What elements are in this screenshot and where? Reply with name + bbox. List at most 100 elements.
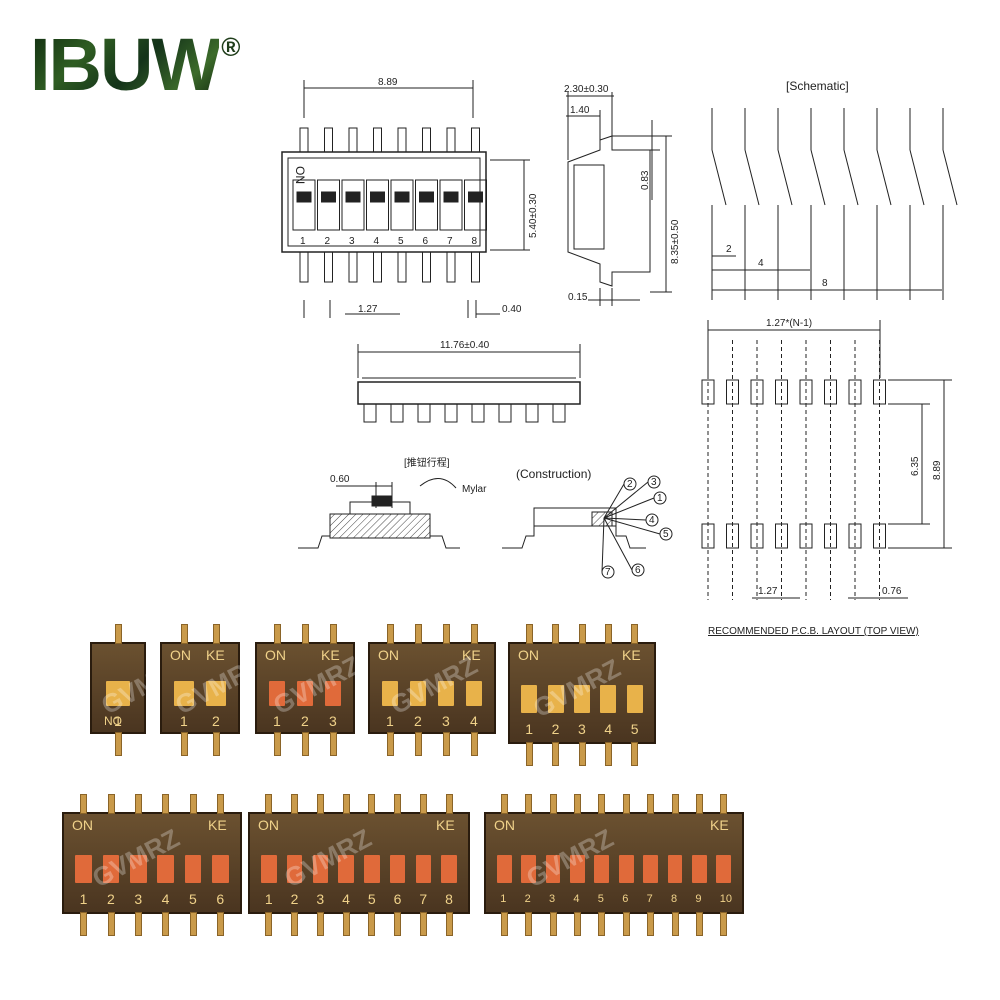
switch-pin [578, 742, 586, 766]
switch-pin [212, 732, 220, 756]
switch-pin [216, 912, 224, 936]
switch-number-label: 2 [290, 890, 299, 907]
switch-pin [162, 912, 170, 936]
ke-label: KE [206, 647, 225, 663]
switch-pin [394, 912, 402, 936]
switch-number-label: 4 [604, 720, 613, 737]
switch-slider [415, 854, 432, 884]
switch-pin [470, 732, 478, 756]
switch-slot [415, 179, 438, 231]
pcb-caption: RECOMMENDED P.C.B. LAYOUT (TOP VIEW) [708, 626, 919, 637]
dim-side-140: 1.40 [570, 105, 590, 116]
dim-pitch: 1.27 [358, 304, 378, 315]
callout-number: 4 [649, 515, 655, 526]
dim-travel-060: 0.60 [330, 474, 350, 485]
switch-slider [268, 680, 286, 707]
switch-pin [180, 624, 188, 644]
schematic-contact [843, 149, 859, 206]
switch-pin [622, 912, 630, 936]
switch-pin [114, 624, 122, 644]
switch-number-label: 6 [216, 890, 225, 907]
dim-pcb-076: 0.76 [882, 586, 902, 597]
switch-pin [216, 794, 224, 814]
switch-slider [389, 854, 406, 884]
switch-number-label: 3 [578, 720, 586, 737]
switch-pin [316, 912, 324, 936]
switch-pin [549, 912, 557, 936]
switch-number-label: 5 [597, 892, 604, 905]
switch-number-label: 2 [524, 892, 531, 905]
on-label: ON [518, 647, 539, 663]
switch-pin [414, 732, 422, 756]
switch-slider [364, 854, 380, 884]
callout-leader [601, 517, 605, 573]
top-pin [324, 251, 333, 283]
switch-actuator [321, 191, 336, 203]
switch-pin [720, 912, 728, 936]
switch-pin [419, 912, 427, 936]
top-pin [348, 251, 358, 283]
switch-slider [286, 854, 303, 884]
switch-slider [465, 680, 483, 707]
switch-pin [368, 912, 376, 936]
on-label: ON [494, 817, 515, 833]
switch-slot [439, 179, 463, 231]
switch-number: 7 [447, 236, 453, 247]
switch-slider [157, 854, 174, 884]
switch-slider [184, 854, 202, 884]
switch-pin [647, 912, 655, 936]
top-pin [471, 127, 480, 153]
schematic-contact [876, 149, 892, 206]
front-pin [417, 403, 431, 423]
front-view-drawing: 11.76±0.40 [357, 340, 581, 423]
switch-slider [547, 684, 564, 714]
front-pin [390, 403, 404, 423]
switch-pin [273, 624, 281, 644]
switch-pin [107, 794, 115, 814]
switch-pin [368, 794, 376, 814]
top-pin [471, 251, 480, 283]
switch-slider [570, 854, 585, 884]
top-pin [299, 251, 309, 283]
switch-slot [464, 179, 487, 231]
switch-pin [291, 794, 299, 814]
schematic-contact [744, 149, 760, 206]
top-pin [422, 127, 431, 153]
switch-number-label: 3 [316, 890, 325, 907]
switch-number-label: 9 [695, 892, 702, 905]
switch-slot [292, 179, 316, 231]
travel-title: [推钮行程] [404, 456, 450, 469]
switch-pin [525, 624, 533, 644]
switch-pin [442, 732, 450, 756]
switch-slider [75, 854, 92, 884]
callout-number: 6 [635, 565, 641, 576]
switch-number-label: 4 [470, 712, 478, 729]
switch-pin [342, 794, 350, 814]
switch-number-label: 6 [622, 892, 629, 905]
switch-actuator [419, 191, 434, 203]
front-pin [471, 403, 485, 423]
switch-number-label: 2 [551, 720, 560, 737]
switch-number-label: 7 [419, 890, 428, 907]
top-pin [397, 127, 407, 153]
switch-slider [574, 684, 590, 714]
switch-pin [442, 624, 450, 644]
top-pin [373, 127, 382, 153]
schematic-contact [909, 149, 925, 206]
on-label: ON [258, 817, 279, 833]
switch-pin [273, 732, 281, 756]
ke-label: KE [321, 647, 340, 663]
switch-pin [114, 732, 122, 756]
switch-number-label: 10 [719, 892, 733, 905]
switch-slider [521, 684, 538, 714]
switch-slider [716, 854, 732, 884]
ke-label: KE [436, 817, 455, 833]
top-pin [348, 127, 358, 153]
switch-slider [409, 680, 427, 707]
callout-leader [603, 483, 625, 519]
top-pin [373, 251, 382, 283]
switch-pin [525, 742, 533, 766]
switch-pin [604, 624, 612, 644]
